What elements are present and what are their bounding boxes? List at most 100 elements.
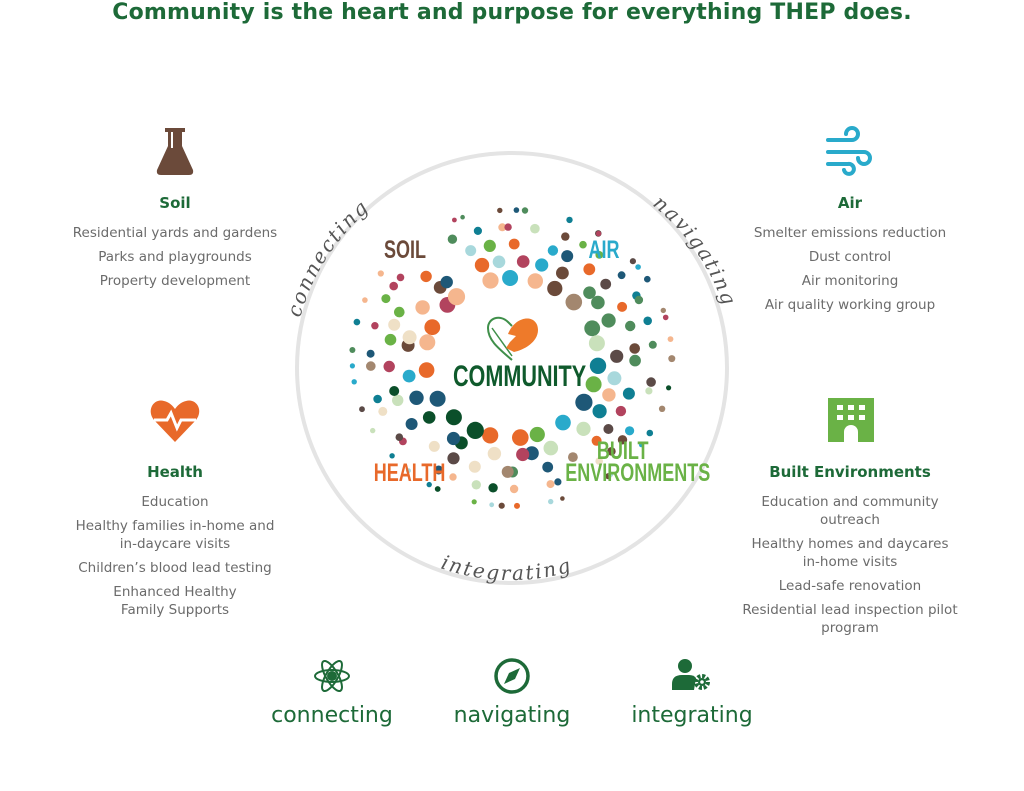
decorative-dot: [643, 316, 652, 326]
decorative-dot: [502, 270, 519, 286]
decorative-dot: [497, 207, 503, 214]
compass-icon: [494, 658, 530, 694]
dot-cloud: [349, 207, 676, 509]
decorative-dot: [595, 230, 602, 237]
decorative-dot: [576, 421, 591, 436]
decorative-dot: [595, 457, 603, 465]
decorative-dot: [488, 483, 498, 493]
center-label-community: COMMUNITY: [452, 360, 587, 393]
decorative-dot: [492, 255, 506, 269]
user-gear-icon: [672, 659, 710, 690]
decorative-dot: [592, 404, 607, 419]
decorative-dot: [554, 478, 562, 486]
decorative-dot: [668, 355, 676, 363]
list-item: Residential lead inspection pilot progra…: [742, 602, 958, 636]
decorative-dot: [498, 502, 505, 509]
decorative-dot: [489, 502, 495, 508]
decorative-dot: [560, 496, 565, 501]
decorative-dot: [447, 234, 458, 244]
decorative-dot: [635, 264, 641, 270]
decorative-dot: [529, 426, 545, 443]
decorative-dot: [565, 293, 583, 311]
decorative-dot: [446, 431, 461, 446]
decorative-dot: [349, 347, 356, 353]
heart-hand-leaf-icon: [486, 316, 538, 361]
decorative-dot: [487, 446, 502, 461]
list-item: Education: [141, 494, 209, 510]
center-label-air: AIR: [588, 236, 620, 264]
decorative-dot: [542, 461, 554, 473]
decorative-dot: [629, 258, 637, 265]
decorative-dot: [666, 385, 672, 391]
decorative-dot: [422, 411, 436, 424]
decorative-dot: [566, 216, 573, 224]
decorative-dot: [634, 295, 644, 305]
decorative-dot: [402, 330, 417, 345]
decorative-dot: [521, 207, 529, 214]
decorative-dot: [419, 334, 436, 351]
decorative-dot: [561, 232, 570, 241]
decorative-dot: [591, 295, 605, 310]
decorative-dot: [603, 424, 614, 434]
decorative-dot: [501, 465, 514, 478]
atom-icon: [314, 659, 350, 693]
decorative-dot: [370, 427, 376, 434]
decorative-dot: [591, 435, 602, 446]
list-item: Smelter emissions reduction: [753, 225, 947, 241]
decorative-dot: [513, 207, 520, 213]
decorative-dot: [646, 429, 654, 437]
outer-ring: [295, 151, 729, 585]
decorative-dot: [543, 440, 559, 456]
list-item: Air quality working group: [764, 297, 936, 313]
decorative-dot: [530, 223, 540, 234]
bottom-label-integrating: integrating: [631, 703, 753, 728]
list-item: Parks and playgrounds: [98, 249, 252, 265]
decorative-dot: [508, 238, 520, 250]
decorative-dot: [389, 386, 400, 396]
section-soil: Soil Residential yards and gardens Parks…: [50, 194, 300, 290]
decorative-dot: [622, 387, 635, 400]
decorative-dot: [512, 429, 529, 446]
decorative-dot: [667, 336, 674, 342]
decorative-dot: [405, 468, 411, 474]
flask-icon: [156, 128, 194, 175]
decorative-dot: [373, 394, 382, 404]
list-item: Children’s blood lead testing: [78, 560, 272, 576]
decorative-dot: [601, 313, 616, 328]
decorative-dot: [415, 300, 430, 315]
bottom-label-navigating: navigating: [453, 703, 571, 728]
decorative-dot: [466, 421, 484, 439]
section-built-environments: Built Environments Education and communi…: [725, 463, 975, 637]
decorative-dot: [468, 460, 481, 473]
decorative-dot: [447, 288, 466, 306]
decorative-dot: [645, 387, 653, 395]
decorative-dot: [426, 481, 432, 488]
list-item: Property development: [99, 273, 251, 289]
list-item: Enhanced Healthy Family Supports: [113, 584, 237, 618]
decorative-dot: [648, 340, 657, 349]
list-item: Dust control: [808, 249, 892, 265]
decorative-dot: [607, 371, 622, 386]
decorative-dot: [402, 369, 416, 383]
decorative-dot: [546, 480, 555, 489]
decorative-dot: [575, 393, 593, 411]
decorative-dot: [420, 270, 432, 283]
decorative-dot: [600, 278, 612, 290]
decorative-dot: [405, 418, 418, 430]
decorative-dot: [625, 426, 635, 436]
heartbeat-icon: [150, 400, 200, 442]
decorative-dot: [556, 266, 569, 280]
decorative-dot: [585, 376, 602, 393]
decorative-dot: [498, 223, 507, 232]
decorative-dot: [440, 275, 453, 289]
center-label-built-environments: BUILT ENVIRONMENTS: [565, 439, 710, 486]
decorative-dot: [353, 318, 361, 326]
decorative-dot: [610, 349, 624, 363]
decorative-dot: [617, 435, 628, 445]
decorative-dot: [383, 360, 395, 373]
center-label-health: HEALTH: [373, 459, 446, 487]
section-air: Air Smelter emissions reduction Dust con…: [725, 194, 975, 314]
decorative-dot: [535, 258, 549, 272]
list-item: Healthy homes and daycares in-home visit…: [751, 536, 949, 570]
